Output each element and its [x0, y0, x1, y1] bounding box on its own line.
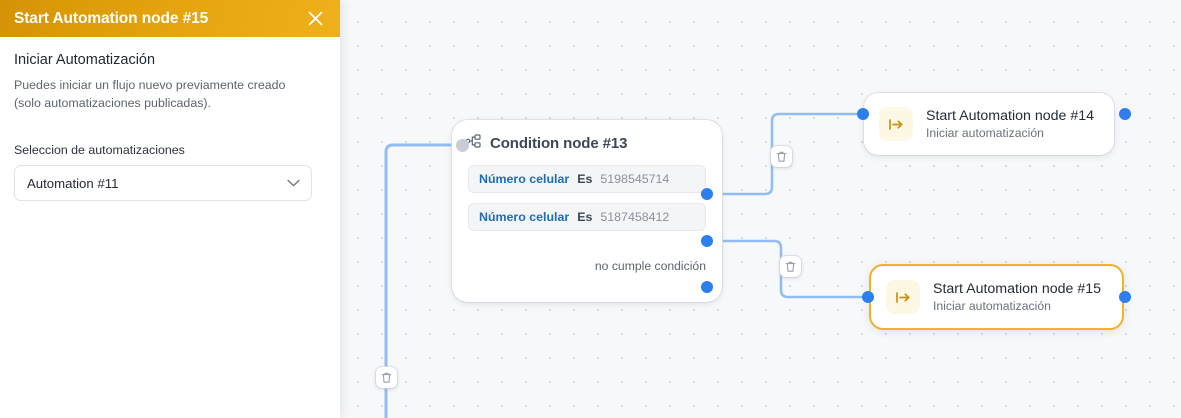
condition-operator: Es: [577, 172, 593, 186]
condition-input-port[interactable]: [456, 139, 469, 152]
condition-rows: Número celular Es 5198545714 Número celu…: [452, 153, 722, 231]
automation-node-14-output-port[interactable]: [1119, 108, 1131, 120]
node-settings-panel: Start Automation node #15 Iniciar Automa…: [0, 0, 340, 418]
automation-node-15-input-port[interactable]: [862, 291, 874, 303]
flow-canvas[interactable]: Condition node #13 Número celular Es 519…: [340, 0, 1181, 418]
panel-heading: Iniciar Automatización: [14, 52, 156, 68]
panel-description: Puedes iniciar un flujo nuevo previament…: [14, 78, 286, 110]
condition-value: 5198545714: [600, 172, 670, 186]
automation-node-15-output-port[interactable]: [1119, 291, 1131, 303]
condition-field: Número celular: [479, 210, 570, 224]
condition-row[interactable]: Número celular Es 5198545714: [468, 165, 706, 193]
condition-operator: Es: [577, 210, 593, 224]
condition-row[interactable]: Número celular Es 5187458412: [468, 203, 706, 231]
automation-select-value: Automation #11: [27, 175, 119, 191]
automation-node-14-subtitle: Iniciar automatización: [926, 126, 1044, 140]
automation-select[interactable]: Automation #11: [14, 165, 312, 201]
panel-title: Start Automation node #15: [14, 9, 209, 27]
automation-node-15-subtitle: Iniciar automatización: [933, 299, 1051, 313]
condition-field: Número celular: [479, 172, 570, 186]
automation-node-15-title: Start Automation node #15: [933, 281, 1102, 297]
automation-select-label: Seleccion de automatizaciones: [14, 143, 185, 157]
edge-delete-bottom[interactable]: [780, 256, 801, 277]
condition-value: 5187458412: [600, 210, 670, 224]
condition-row2-output-port[interactable]: [701, 235, 713, 247]
panel-header: Start Automation node #15: [0, 0, 340, 37]
start-arrow-icon: [879, 107, 913, 141]
close-icon[interactable]: [304, 8, 326, 30]
start-arrow-icon: [886, 280, 920, 314]
panel-body: Iniciar Automatización Puedes iniciar un…: [0, 37, 340, 201]
condition-node-header: Condition node #13: [452, 120, 722, 153]
edge-delete-left[interactable]: [376, 367, 397, 388]
automation-node-14-texts: Start Automation node #14 Iniciar automa…: [926, 108, 1094, 140]
automation-node-14[interactable]: Start Automation node #14 Iniciar automa…: [864, 93, 1114, 155]
edge-delete-top[interactable]: [771, 146, 792, 167]
condition-node-title: Condition node #13: [490, 135, 628, 152]
automation-node-14-input-port[interactable]: [857, 108, 869, 120]
automation-node-15-texts: Start Automation node #15 Iniciar automa…: [933, 281, 1101, 313]
condition-else-output-port[interactable]: [701, 281, 713, 293]
condition-row1-output-port[interactable]: [701, 188, 713, 200]
condition-else-label: no cumple condición: [594, 259, 706, 273]
condition-node[interactable]: Condition node #13 Número celular Es 519…: [452, 120, 722, 302]
chevron-down-icon: [287, 174, 300, 192]
automation-node-14-title: Start Automation node #14: [926, 108, 1095, 124]
automation-node-15[interactable]: Start Automation node #15 Iniciar automa…: [869, 264, 1124, 330]
